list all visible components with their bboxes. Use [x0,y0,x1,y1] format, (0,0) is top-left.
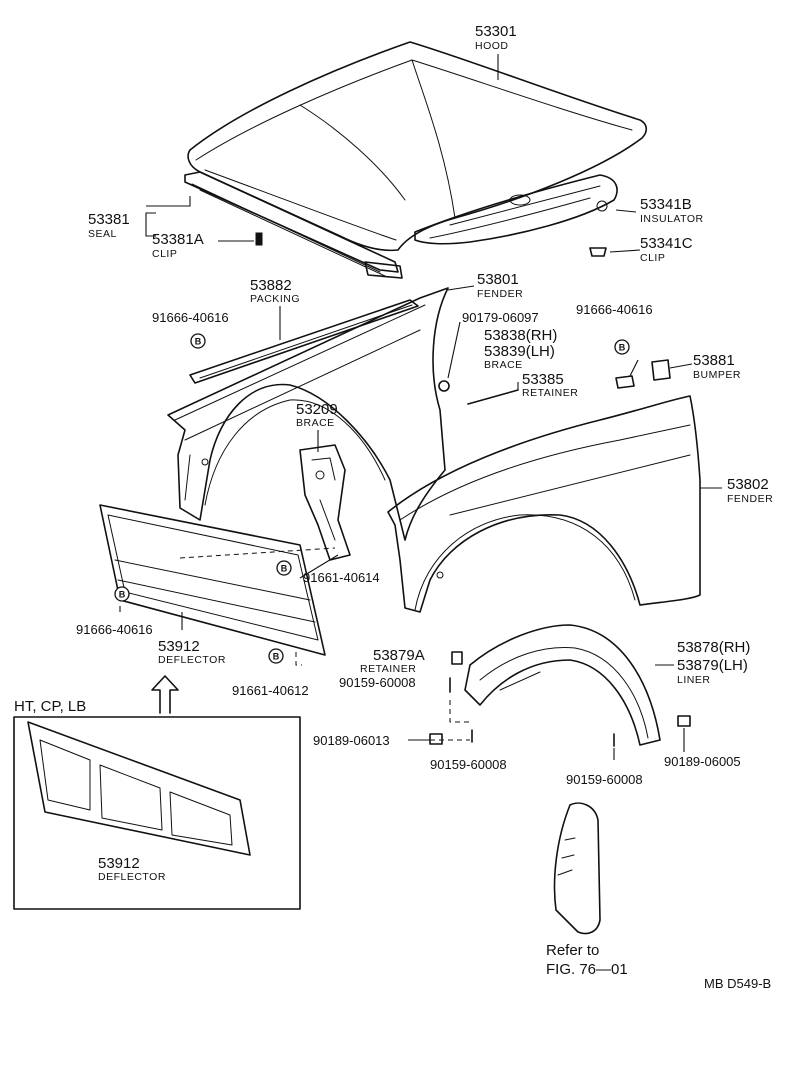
deflector-name: DEFLECTOR [158,654,226,666]
liner-rh-part-number: 53878(RH) [677,639,750,656]
svg-text:B: B [119,590,126,600]
hood-part [187,41,648,252]
svg-text:B: B [281,564,288,574]
svg-text:B: B [619,343,626,353]
mudguard-ref-line1: Refer to [546,942,599,959]
retainer-part-number: 53385 [522,371,564,388]
svg-text:B: B [273,652,280,662]
mudguard-part [553,802,601,935]
retainer-name: RETAINER [522,387,578,399]
brace-nut-part-number: 90179-06097 [462,310,539,325]
liner-name: LINER [677,674,710,686]
liner-clip-b-part-number: 90189-06005 [664,754,741,769]
deflector-part-number: 53912 [158,638,200,655]
liner-retainer-part-number: 53879A [373,647,425,664]
brace-rh-part-number: 53838(RH) [484,327,557,344]
hood-name: HOOD [475,40,509,52]
brace-lh-part-number: 53839(LH) [484,343,555,360]
fender-rh-name: FENDER [727,493,773,505]
insulator-clip-part [589,247,607,257]
bumper-part-number: 53881 [693,352,735,369]
packing-part [189,299,419,384]
liner-screw-c-part-number: 90159-60008 [566,772,643,787]
seal-part [184,171,403,279]
fender-brace-part-number: 53209 [296,401,338,418]
brace-name: BRACE [484,359,523,371]
seal-clip-name: CLIP [152,248,177,260]
fender-lh-part-number: 53801 [477,271,519,288]
liner-clip-a-part [429,733,443,745]
liner-screw-b-part-number: 90159-60008 [430,757,507,772]
bolt-marker: B [190,333,206,349]
bumper-part [651,359,671,381]
retainer-part [615,375,635,389]
inset-title: HT, CP, LB [14,698,86,715]
bolt-marker: B [276,560,292,576]
seal-clip-part [255,232,263,246]
svg-text:B: B [195,337,202,347]
drawing-code: MB D549-B [704,976,771,991]
fender-brace-part [299,444,351,561]
packing-part-number: 53882 [250,277,292,294]
inset-deflector-part [27,721,251,856]
fender-brace-name: BRACE [296,417,335,429]
seal-part-number: 53381 [88,211,130,228]
fender-rh-part [387,395,701,613]
bumper-screw-part-number: 91666-40616 [576,302,653,317]
leader-lines [119,54,722,760]
liner-retainer-part [451,651,463,665]
packing-name: PACKING [250,293,300,305]
packing-screw-part-number: 91666-40616 [152,310,229,325]
liner-part [464,624,661,746]
liner-screw-a-part-number: 90159-60008 [339,675,416,690]
insulator-part [414,174,618,245]
inset-deflector-name: DEFLECTOR [98,871,166,883]
brace-nut-part [438,380,450,392]
mudguard-ref-line2: FIG. 76—01 [546,961,628,978]
liner-retainer-name: RETAINER [360,663,416,675]
insulator-clip-part-number: 53341C [640,235,693,252]
bolt-marker: B [268,648,284,664]
brace-bolt-part-number: 91661-40614 [303,570,380,585]
hood-part-number: 53301 [475,23,517,40]
liner-clip-a-part-number: 90189-06013 [313,733,390,748]
deflector-bolt-part-number: 91661-40612 [232,683,309,698]
insulator-name: INSULATOR [640,213,704,225]
brace-part [467,389,519,405]
deflector-part [99,504,326,656]
inset-deflector-part-number: 53912 [98,855,140,872]
bumper-name: BUMPER [693,369,741,381]
fender-rh-part-number: 53802 [727,476,769,493]
fender-lh-name: FENDER [477,288,523,300]
inset-arrow [151,675,179,714]
inset-frame [13,716,301,910]
deflector-screw-part-number: 91666-40616 [76,622,153,637]
bolt-marker: B [114,586,130,602]
fender-lh-part [167,287,449,541]
seal-name: SEAL [88,228,117,240]
seal-clip-part-number: 53381A [152,231,204,248]
liner-lh-part-number: 53879(LH) [677,657,748,674]
liner-clip-b-part [677,715,691,727]
insulator-clip-name: CLIP [640,252,665,264]
bolt-marker: B [614,339,630,355]
insulator-part-number: 53341B [640,196,692,213]
dashed-guides [179,547,470,741]
